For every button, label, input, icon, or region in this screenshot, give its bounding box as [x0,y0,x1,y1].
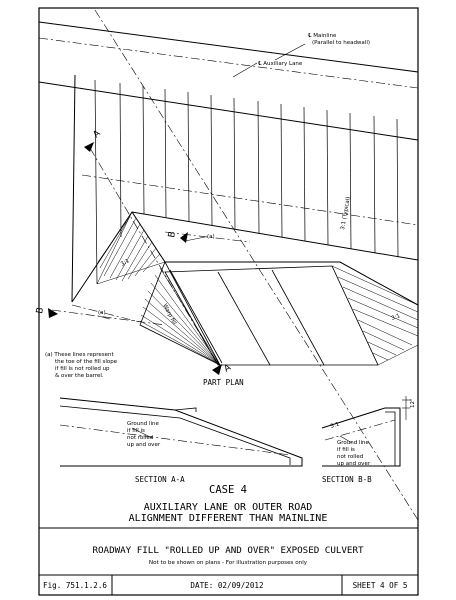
mainline-leader [274,43,306,61]
section-aa-ground-note-4: up and over [127,442,161,448]
plan-note-line-1: (a) These lines represent [45,352,114,358]
section-b-label-left: B [35,307,46,315]
section-aa-barrel [59,405,291,465]
plan-note: (a) These lines represent the toe of the… [45,352,118,379]
sheet-date: DATE: 02/09/2012 [190,581,263,590]
part-plan-title: PART PLAN [203,378,244,387]
section-bb-ground-note: Ground line if fill is not rolled up and… [337,440,371,467]
case-line-2: ALIGNMENT DIFFERENT THAN MAINLINE [129,513,328,524]
section-bb-ground-note-1: Ground line [337,440,370,446]
section-bb-slope: 3:1 [330,421,340,429]
aux-lane-label: ℄ Auxiliary Lane [258,60,303,67]
slope-hatching-main [94,79,399,285]
section-aa: Ground line if fill is not rolled up and… [59,397,303,484]
section-b-label-top: B [167,231,178,239]
section-b-arrow-left [48,308,58,318]
sheet-main-title: ROADWAY FILL "ROLLED UP AND OVER" EXPOSE… [92,545,364,556]
section-bb-dim: 12" [410,398,416,408]
section-aa-ground-leader [131,427,153,439]
plan-note-line-4: & over the barrel. [55,373,104,379]
slope-hatching-right [331,265,419,366]
section-bb-profile [321,407,401,467]
section-b-cut-line [51,309,166,326]
mainline-roadway [38,21,419,141]
toe-line-a-left [71,304,141,323]
mainline-centerline [38,37,419,89]
section-a-label-top: A [92,128,104,140]
plan-note-line-2: the toe of the fill slope [55,359,118,365]
plan-note-line-3: if fill is not rolled up [55,366,110,372]
section-a-label-bottom: A [223,362,234,374]
case-title: CASE 4 AUXILIARY LANE OR OUTER ROAD ALIG… [129,484,328,524]
sheet-number: SHEET 4 OF 5 [353,581,408,590]
aux-lane-centerline [94,9,419,521]
figure-number: Fig. 751.1.2.6 [43,581,107,590]
section-aa-title: SECTION A-A [135,475,185,484]
section-a-arrow-bottom [212,364,222,375]
title-block: ROADWAY FILL "ROLLED UP AND OVER" EXPOSE… [43,545,407,590]
mark-a-left: (a) [98,310,106,316]
mainline-note: (Parallel to headwall) [312,40,370,46]
toe-line-a-top [164,231,251,243]
section-bb: 3:1 12" Ground line if fill is not rolle… [321,396,416,484]
section-aa-ground-note-1: Ground line [127,421,160,427]
mark-a-left-leader [97,315,111,320]
mark-a-top: (a) [207,234,215,240]
mainline-label: ℄ Mainline [308,32,337,39]
slope-typical-label: 3:1 (Typical) [340,196,352,230]
slope-hatching-left [96,211,166,285]
section-aa-ground-line [59,424,291,456]
section-aa-ground-note-2: if fill is [127,428,145,434]
mark-a-top-leader [184,236,206,242]
section-bb-barrel [385,411,396,466]
section-bb-ground-note-3: not rolled [337,454,363,460]
case-number: CASE 4 [209,484,247,496]
section-bb-ground-note-2: if fill is [337,447,355,453]
section-a-cut-line [89,147,221,369]
fill-slope-outline [71,74,419,306]
case-line-1: AUXILIARY LANE OR OUTER ROAD [144,502,313,513]
section-b-arrow-top [180,232,188,243]
aux-lane-centerline-2 [81,174,419,226]
slope-right-label: 3:1 [391,313,401,322]
section-a-arrow-top [84,142,94,152]
section-bb-ground-leader [339,435,353,444]
section-aa-ground-note-3: not rolled [127,435,153,441]
sheet-border [38,7,419,596]
warp-fill-fan [139,261,221,366]
sheet-subtitle: Not to be shown on plans - For illustrat… [149,560,308,566]
section-aa-ground-note: Ground line if fill is not rolled up and… [127,421,161,448]
section-aa-fill-profile [59,397,303,467]
section-bb-ground-line [324,419,396,441]
aux-lane-leader [232,62,258,78]
section-bb-ground-note-4: up and over [337,461,371,467]
slope-left-label: 3:1 [120,258,131,268]
section-bb-title: SECTION B-B [322,475,372,484]
part-plan: ℄ Mainline (Parallel to headwall) ℄ Auxi… [35,9,419,521]
